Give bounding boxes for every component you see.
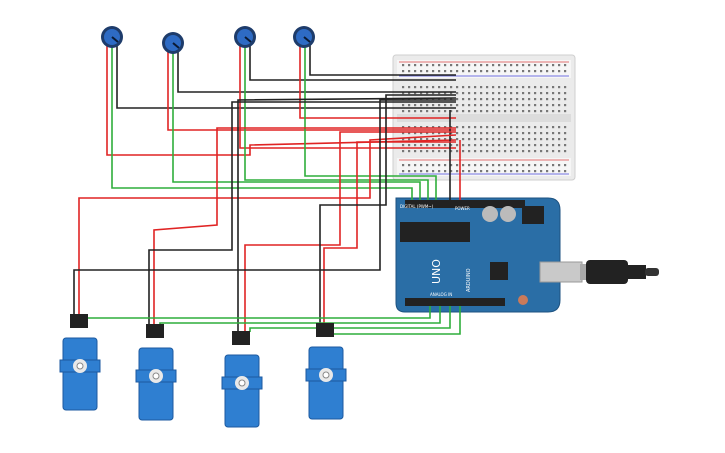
wire-ground-pot2 <box>177 52 456 93</box>
wire-signal-pot3 <box>244 45 429 200</box>
wire-power-servo2 <box>153 127 456 325</box>
potentiometer-3[interactable] <box>234 26 256 48</box>
servo-4[interactable] <box>305 323 347 420</box>
board-brand: ARDUINO <box>466 268 472 292</box>
potentiometer-4[interactable] <box>293 26 315 48</box>
usb-cable[interactable] <box>580 260 659 284</box>
wire-power-pot4 <box>299 45 456 119</box>
wires <box>73 45 461 335</box>
board-model: UNO <box>430 259 443 284</box>
wire-signal-servo3 <box>249 306 451 332</box>
wire-power-pot1 <box>106 45 457 156</box>
wire-power-servo4 <box>323 141 456 325</box>
wire-power-pot2 <box>167 52 456 131</box>
wire-ground-pot4 <box>309 45 456 76</box>
wire-ground-servo2 <box>148 101 456 325</box>
wire-ground-servo4 <box>319 94 456 325</box>
servo-3[interactable] <box>221 331 263 428</box>
wire-power-servo3 <box>244 131 456 332</box>
potentiometer-2[interactable] <box>162 32 184 54</box>
power-label: POWER <box>455 206 470 211</box>
wire-signal-pot1 <box>111 45 413 200</box>
wire-ground-servo3 <box>237 97 457 332</box>
servo-2[interactable] <box>135 324 177 421</box>
wire-ground-pot1 <box>116 45 456 109</box>
wire-ground-servo1 <box>73 99 456 315</box>
analog-label: ANALOG IN <box>430 292 452 297</box>
wire-signal-pot2 <box>172 52 421 200</box>
servo-1[interactable] <box>59 314 101 411</box>
wire-signal-servo1 <box>83 306 431 319</box>
digital-label: DIGITAL (PWM~) <box>400 204 434 209</box>
wire-ground-pot3 <box>249 45 456 81</box>
arduino-uno[interactable]: UNO ARDUINO DIGITAL (PWM~) POWER ANALOG … <box>395 197 583 313</box>
potentiometer-1[interactable] <box>101 26 123 48</box>
wire-power-pot3 <box>239 45 456 149</box>
wire-power-servo1 <box>78 134 457 315</box>
